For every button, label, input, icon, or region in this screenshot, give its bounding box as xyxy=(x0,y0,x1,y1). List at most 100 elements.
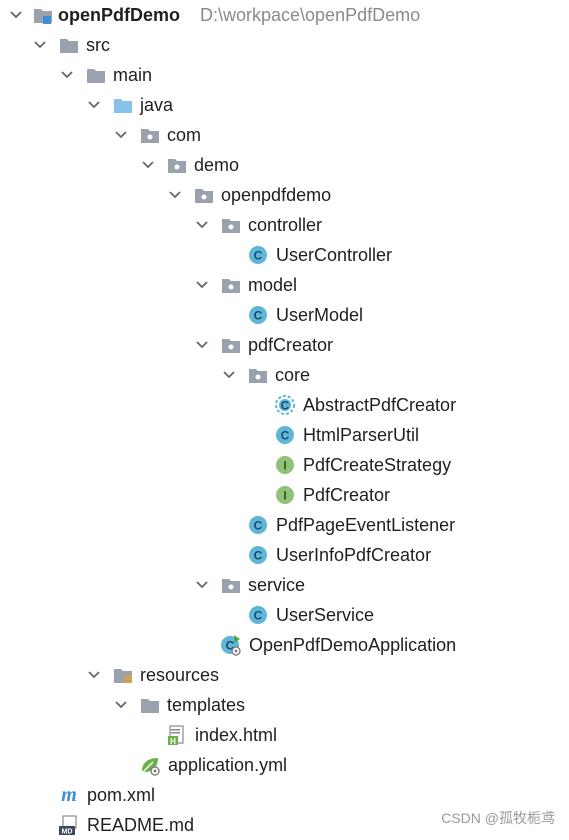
maven-icon: m xyxy=(58,784,80,806)
package-icon xyxy=(220,214,242,236)
svg-text:C: C xyxy=(254,519,263,533)
file-label: index.html xyxy=(195,725,278,745)
tree-row-pdf-creator[interactable]: I PdfCreator xyxy=(0,480,569,510)
package-icon xyxy=(193,184,215,206)
folder-label: main xyxy=(113,65,153,85)
chevron-down-icon[interactable] xyxy=(59,67,75,83)
package-label: pdfCreator xyxy=(248,335,334,355)
interface-label: PdfCreateStrategy xyxy=(303,455,452,475)
chevron-down-icon[interactable] xyxy=(140,157,156,173)
tree-row-service[interactable]: service xyxy=(0,570,569,600)
tree-row-pdfcreator-pkg[interactable]: pdfCreator xyxy=(0,330,569,360)
folder-label: templates xyxy=(167,695,246,715)
interface-icon: I xyxy=(274,484,296,506)
package-label: openpdfdemo xyxy=(221,185,332,205)
package-icon xyxy=(220,334,242,356)
class-label: UserService xyxy=(276,605,375,625)
tree-row-readme-md[interactable]: MD README.md xyxy=(0,810,569,840)
file-label: application.yml xyxy=(168,755,288,775)
package-label: demo xyxy=(194,155,240,175)
package-label: controller xyxy=(248,215,323,235)
class-label: OpenPdfDemoApplication xyxy=(249,635,457,655)
tree-row-user-model[interactable]: C UserModel xyxy=(0,300,569,330)
chevron-down-icon[interactable] xyxy=(194,277,210,293)
tree-row-html-parser-util[interactable]: C HtmlParserUtil xyxy=(0,420,569,450)
package-icon xyxy=(247,364,269,386)
folder-label: src xyxy=(86,35,110,55)
tree-row-user-service[interactable]: C UserService xyxy=(0,600,569,630)
chevron-down-icon[interactable] xyxy=(194,217,210,233)
folder-icon xyxy=(139,694,161,716)
chevron-down-icon[interactable] xyxy=(221,367,237,383)
tree-row-pdf-page-event-listener[interactable]: C PdfPageEventListener xyxy=(0,510,569,540)
tree-row-main[interactable]: main xyxy=(0,60,569,90)
svg-text:C: C xyxy=(226,639,235,653)
tree-row-com[interactable]: com xyxy=(0,120,569,150)
svg-text:H: H xyxy=(170,737,176,746)
spring-boot-app-class-icon: C xyxy=(220,634,242,656)
chevron-down-icon[interactable] xyxy=(194,577,210,593)
interface-icon: I xyxy=(274,454,296,476)
tree-row-user-info-pdf-creator[interactable]: C UserInfoPdfCreator xyxy=(0,540,569,570)
svg-text:C: C xyxy=(254,609,263,623)
package-label: com xyxy=(167,125,202,145)
project-name: openPdfDemo xyxy=(58,5,181,25)
svg-text:C: C xyxy=(254,549,263,563)
tree-row-src[interactable]: src xyxy=(0,30,569,60)
svg-text:I: I xyxy=(283,459,286,473)
tree-row-controller[interactable]: controller xyxy=(0,210,569,240)
tree-row-abstract-pdf-creator[interactable]: C AbstractPdfCreator xyxy=(0,390,569,420)
svg-text:C: C xyxy=(281,399,290,413)
chevron-down-icon[interactable] xyxy=(32,37,48,53)
tree-row-resources[interactable]: resources xyxy=(0,660,569,690)
folder-label: resources xyxy=(140,665,220,685)
class-icon: C xyxy=(247,544,269,566)
class-icon: C xyxy=(247,304,269,326)
class-label: UserController xyxy=(276,245,393,265)
svg-text:C: C xyxy=(254,249,263,263)
tree-row-pdf-create-strategy[interactable]: I PdfCreateStrategy xyxy=(0,450,569,480)
chevron-down-icon[interactable] xyxy=(113,697,129,713)
file-label: pom.xml xyxy=(87,785,156,805)
class-label: UserModel xyxy=(276,305,364,325)
interface-label: PdfCreator xyxy=(303,485,391,505)
class-label: PdfPageEventListener xyxy=(276,515,456,535)
chevron-down-icon[interactable] xyxy=(113,127,129,143)
svg-text:MD: MD xyxy=(62,829,73,836)
tree-row-core[interactable]: core xyxy=(0,360,569,390)
svg-text:C: C xyxy=(254,309,263,323)
chevron-down-icon[interactable] xyxy=(8,7,24,23)
tree-row-templates[interactable]: templates xyxy=(0,690,569,720)
tree-row-java[interactable]: java xyxy=(0,90,569,120)
resources-folder-icon xyxy=(112,664,134,686)
tree-row-project[interactable]: openPdfDemo D:\workpace\openPdfDemo xyxy=(0,0,569,30)
spring-config-file-icon xyxy=(139,754,161,776)
markdown-file-icon: MD xyxy=(58,814,80,836)
abstract-class-icon: C xyxy=(274,394,296,416)
folder-label: java xyxy=(140,95,174,115)
chevron-down-icon[interactable] xyxy=(86,97,102,113)
tree-row-app-class[interactable]: C OpenPdfDemoApplication xyxy=(0,630,569,660)
class-icon: C xyxy=(247,604,269,626)
chevron-down-icon[interactable] xyxy=(86,667,102,683)
svg-text:C: C xyxy=(281,429,290,443)
package-label: service xyxy=(248,575,306,595)
project-module-icon xyxy=(32,4,54,26)
tree-row-index-html[interactable]: H index.html xyxy=(0,720,569,750)
class-label: AbstractPdfCreator xyxy=(303,395,457,415)
tree-row-openpdfdemo[interactable]: openpdfdemo xyxy=(0,180,569,210)
class-icon: C xyxy=(274,424,296,446)
class-icon: C xyxy=(247,514,269,536)
file-label: README.md xyxy=(87,815,195,835)
class-label: UserInfoPdfCreator xyxy=(276,545,432,565)
tree-row-pom-xml[interactable]: m pom.xml xyxy=(0,780,569,810)
chevron-down-icon[interactable] xyxy=(167,187,183,203)
package-label: model xyxy=(248,275,298,295)
tree-row-demo[interactable]: demo xyxy=(0,150,569,180)
tree-row-user-controller[interactable]: C UserController xyxy=(0,240,569,270)
tree-row-model[interactable]: model xyxy=(0,270,569,300)
chevron-down-icon[interactable] xyxy=(194,337,210,353)
tree-row-application-yml[interactable]: application.yml xyxy=(0,750,569,780)
svg-text:I: I xyxy=(283,489,286,503)
source-folder-icon xyxy=(112,94,134,116)
